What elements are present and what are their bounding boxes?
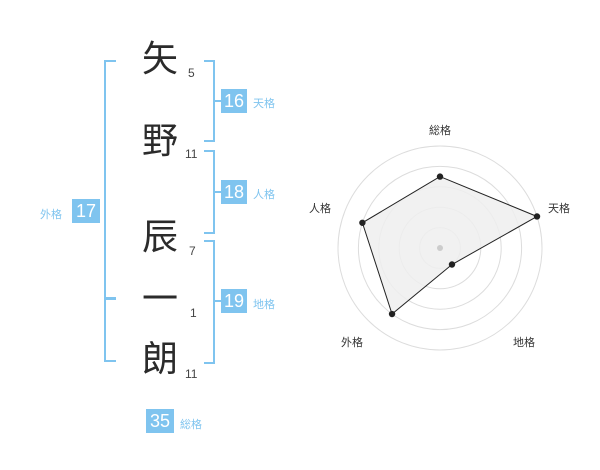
chikaku-connector <box>213 300 221 302</box>
gaikaku-label: 外格 <box>40 208 62 221</box>
tenkaku-label: 天格 <box>253 97 275 110</box>
radar-point-5 <box>359 219 366 226</box>
stroke-count-4: 1 <box>190 306 197 320</box>
radar-point-3 <box>448 261 456 268</box>
radar-axis-label-3: 地格 <box>513 335 535 349</box>
chikaku-badge: 19 <box>221 289 247 313</box>
radar-axis-label-5: 人格 <box>309 201 331 215</box>
radar-center-dot <box>437 245 443 251</box>
soukaku-badge: 35 <box>146 409 174 433</box>
radar-ring-4 <box>357 165 523 331</box>
gaikaku-bracket-lower <box>104 297 116 362</box>
name-char-2: 野 <box>141 121 178 162</box>
radar-point-4 <box>388 310 396 318</box>
radar-point-2 <box>533 213 541 220</box>
radar-polygon <box>361 176 539 315</box>
tenkaku-connector <box>213 100 221 102</box>
name-char-1: 矢 <box>141 39 178 80</box>
stroke-count-2: 11 <box>185 147 198 161</box>
jinkaku-connector <box>213 191 221 193</box>
soukaku-label: 総格 <box>180 418 202 431</box>
stroke-count-3: 7 <box>189 244 196 258</box>
jinkaku-label: 人格 <box>253 188 275 201</box>
radar-axis-label-2: 天格 <box>548 201 570 215</box>
name-char-3: 辰 <box>141 217 178 258</box>
chikaku-label: 地格 <box>253 298 275 311</box>
jinkaku-badge: 18 <box>221 180 247 204</box>
stroke-count-5: 11 <box>185 367 198 381</box>
chikaku-bracket <box>204 240 215 364</box>
radar-point-1 <box>436 173 444 180</box>
stroke-count-1: 5 <box>188 66 195 80</box>
radar-axis-label-4: 外格 <box>341 335 363 349</box>
name-char-4: 一 <box>141 279 178 320</box>
gaikaku-badge: 17 <box>72 199 100 223</box>
radar-axis-label-1: 総格 <box>429 123 451 137</box>
gaikaku-bracket-upper <box>104 60 116 300</box>
name-char-5: 朗 <box>141 339 178 380</box>
tenkaku-badge: 16 <box>221 89 247 113</box>
